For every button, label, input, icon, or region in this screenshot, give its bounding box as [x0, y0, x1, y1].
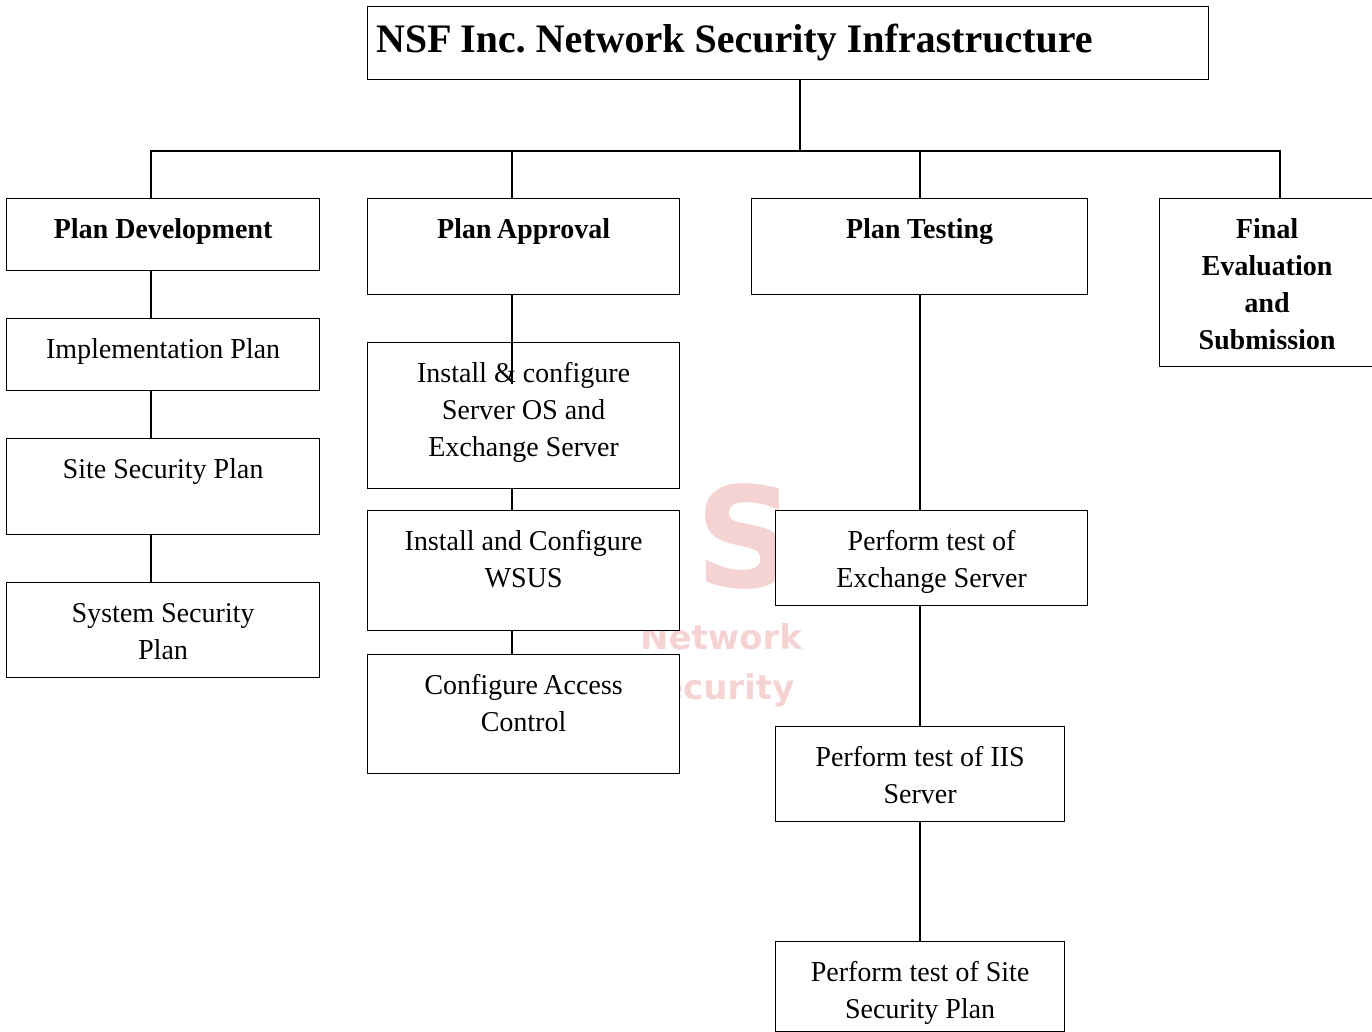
connector-dev-1: [150, 270, 152, 318]
connector-approval-2: [511, 488, 513, 510]
node-test-exchange-server: Perform test of Exchange Server: [775, 510, 1088, 606]
node-plan-testing: Plan Testing: [751, 198, 1088, 295]
node-plan-development: Plan Development: [6, 198, 320, 271]
connector-dev-3: [150, 534, 152, 582]
connector-root-down: [799, 80, 801, 151]
connector-dev-2: [150, 390, 152, 438]
node-final-evaluation-submission: Final Evaluation and Submission: [1159, 198, 1372, 367]
connector-approval-3: [511, 630, 513, 654]
node-site-security-plan: Site Security Plan: [6, 438, 320, 535]
node-implementation-plan: Implementation Plan: [6, 318, 320, 391]
node-test-iis-server: Perform test of IIS Server: [775, 726, 1065, 822]
watermark-line-2: ecurity: [660, 668, 795, 708]
connector-to-plan-testing: [919, 150, 921, 198]
node-install-configure-wsus: Install and Configure WSUS: [367, 510, 680, 631]
node-install-configure-server: Install & configure Server OS and Exchan…: [367, 342, 680, 489]
node-test-site-security-plan: Perform test of Site Security Plan: [775, 941, 1065, 1032]
connector-to-final-evaluation: [1279, 150, 1281, 198]
connector-approval-1: [511, 294, 513, 384]
connector-to-plan-approval: [511, 150, 513, 198]
connector-testing-1: [919, 294, 921, 510]
connector-testing-2: [919, 605, 921, 726]
node-configure-access-control: Configure Access Control: [367, 654, 680, 774]
diagram-title: NSF Inc. Network Security Infrastructure: [367, 6, 1209, 80]
connector-testing-3: [919, 821, 921, 941]
connector-to-plan-development: [150, 150, 152, 198]
node-system-security-plan: System Security Plan: [6, 582, 320, 678]
node-plan-approval: Plan Approval: [367, 198, 680, 295]
connector-horizontal-bus: [150, 150, 1280, 152]
